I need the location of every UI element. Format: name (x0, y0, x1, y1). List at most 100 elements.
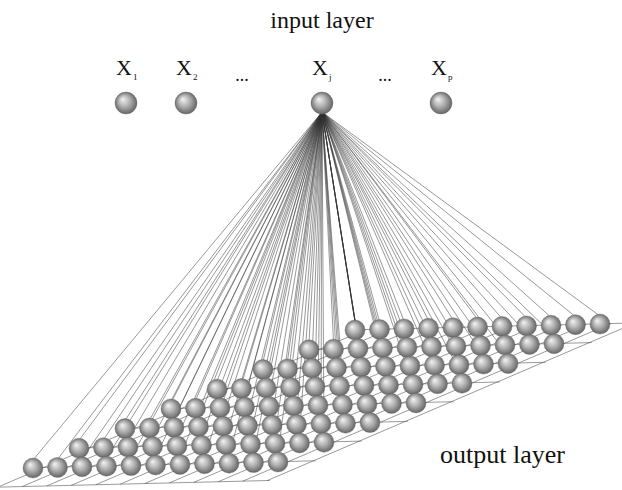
output-neuron (232, 379, 252, 399)
weight-line (322, 112, 527, 318)
variable-name: X (312, 57, 328, 79)
grid-line (96, 327, 464, 485)
weight-line (107, 112, 323, 458)
output-neuron (517, 316, 537, 336)
grid-line (0, 480, 270, 487)
output-neuron (299, 340, 319, 360)
output-neuron (376, 357, 396, 377)
output-neuron (290, 433, 310, 453)
weight-line (177, 112, 322, 438)
output-neuron (284, 396, 304, 416)
output-neuron (23, 458, 43, 478)
weight-line (322, 112, 334, 341)
input-neuron: Xj (302, 53, 342, 115)
output-neuron (94, 438, 114, 458)
grid-line (120, 327, 488, 485)
output-neuron (354, 376, 374, 396)
output-neuron (262, 415, 282, 435)
output-neuron (443, 318, 463, 338)
output-neuron (471, 336, 491, 356)
input-neuron: Xp (421, 53, 461, 115)
output-neuron (302, 358, 322, 378)
output-neuron (492, 317, 512, 337)
grid-line (267, 323, 622, 481)
weight-line (199, 112, 323, 419)
output-neuron (345, 320, 365, 340)
weight-line (128, 112, 322, 439)
output-neuron (544, 334, 564, 354)
weight-line (150, 112, 323, 420)
weight-line (223, 112, 322, 418)
output-neuron (69, 438, 89, 458)
output-neuron (541, 315, 561, 335)
output-neuron (253, 360, 273, 380)
output-neuron (314, 432, 334, 452)
output-neuron (449, 355, 469, 375)
output-neuron (590, 314, 610, 334)
weight-line (217, 112, 322, 381)
output-neuron (97, 456, 117, 476)
weight-line (322, 112, 459, 357)
output-neuron (241, 434, 261, 454)
output-neuron (498, 354, 518, 374)
output-neuron (495, 335, 515, 355)
output-neuron (268, 452, 288, 472)
output-neuron (370, 320, 390, 340)
weight-line (322, 112, 416, 395)
output-neuron (336, 413, 356, 433)
output-neuron (265, 434, 285, 454)
weight-line (202, 112, 323, 437)
output-neuron (446, 336, 466, 356)
grid-line (47, 328, 415, 486)
output-neuron (425, 355, 445, 375)
weight-line (322, 112, 600, 316)
output-neuron (164, 417, 184, 437)
grid-line (71, 328, 439, 486)
output-neuron (186, 398, 206, 418)
output-neuron (351, 357, 371, 377)
weight-line (322, 112, 484, 356)
output-neuron (170, 454, 190, 474)
output-neuron (195, 454, 215, 474)
output-neuron (213, 416, 233, 436)
weight-line (322, 112, 392, 396)
output-neuron (305, 377, 325, 397)
weight-line (322, 112, 370, 415)
grid-line (218, 324, 586, 482)
weight-line (248, 112, 323, 418)
neuron-sphere (175, 92, 197, 114)
weight-line (180, 112, 322, 456)
weight-line (322, 112, 554, 336)
output-neuron (327, 358, 347, 378)
weight-line (33, 112, 322, 460)
weight-line (322, 112, 413, 376)
output-neuron (167, 436, 187, 456)
weight-line (322, 112, 481, 338)
ellipsis: ... (378, 66, 392, 84)
output-neuron (210, 398, 230, 418)
output-neuron (520, 334, 540, 354)
neuron-sphere (115, 92, 137, 114)
layer-title: output layer (440, 442, 565, 468)
output-neuron (382, 394, 402, 414)
weight-line (322, 112, 530, 336)
weight-line (156, 112, 323, 457)
output-neuron (348, 339, 368, 359)
variable-label: X2 (166, 57, 206, 87)
output-neuron (259, 397, 279, 417)
output-neuron (115, 419, 135, 439)
output-neurons (23, 314, 610, 478)
weight-line (125, 112, 322, 421)
output-neuron (468, 317, 488, 337)
variable-name: X (431, 57, 447, 79)
output-neuron (308, 395, 328, 415)
output-neuron (474, 354, 494, 374)
weight-line (82, 112, 322, 459)
layer-title: input layer (270, 8, 373, 32)
weight-line (79, 112, 322, 440)
output-neuron (278, 359, 298, 379)
weight-line (322, 112, 456, 338)
weight-line (220, 112, 322, 400)
neuron-sphere (311, 92, 333, 114)
output-neuron (311, 414, 331, 434)
